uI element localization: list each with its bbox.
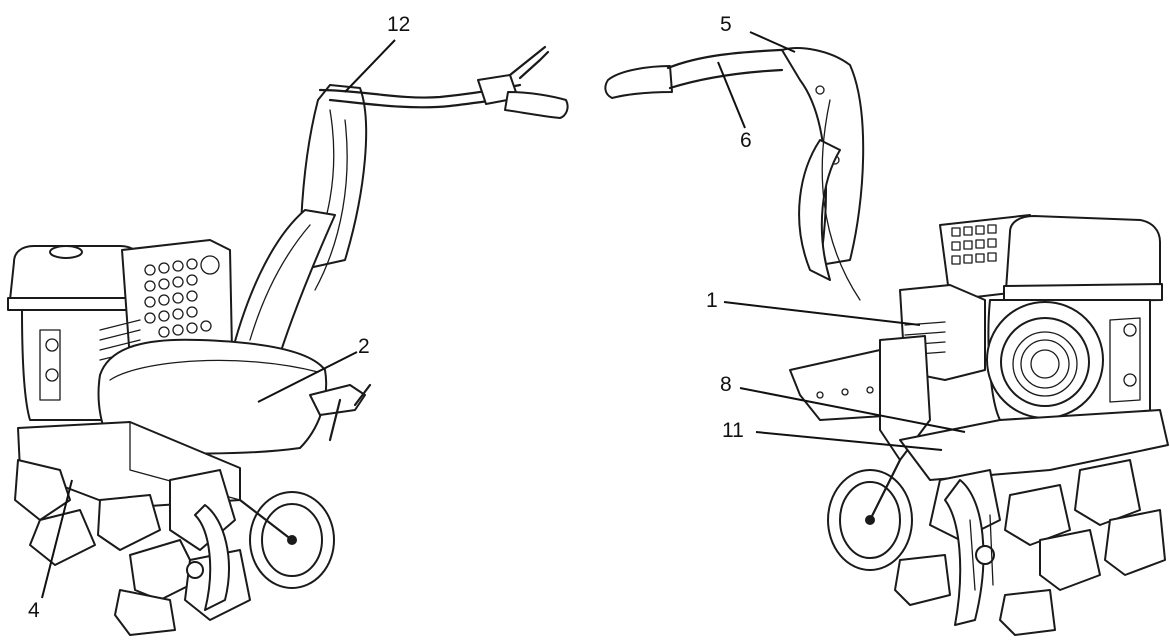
callout-2: 2 xyxy=(358,335,370,358)
right-tines xyxy=(894,459,1166,636)
recoil-starter xyxy=(986,301,1104,419)
left-tines xyxy=(14,459,251,636)
left-tiller-illustration xyxy=(7,45,569,636)
callout-11: 11 xyxy=(722,419,744,442)
right-handlebar xyxy=(604,47,865,301)
callout-6: 6 xyxy=(740,129,752,152)
leader-4 xyxy=(41,479,73,599)
left-transport-wheel xyxy=(238,491,335,589)
leader-lines xyxy=(41,31,966,599)
left-handlebar xyxy=(229,45,569,371)
callout-12: 12 xyxy=(387,13,411,36)
leader-6 xyxy=(717,61,746,129)
right-engine xyxy=(899,214,1163,421)
engine-cooling-grille xyxy=(951,224,997,265)
engine-cooling-grille xyxy=(144,255,220,338)
callout-5: 5 xyxy=(720,13,732,36)
callout-8: 8 xyxy=(720,373,732,396)
leader-8 xyxy=(739,387,966,433)
leader-1 xyxy=(723,301,921,326)
leader-2 xyxy=(257,351,358,403)
right-transport-wheel xyxy=(827,458,913,571)
leader-11 xyxy=(755,431,943,451)
right-tiller-illustration xyxy=(604,47,1169,636)
callout-4: 4 xyxy=(28,599,40,622)
leader-12 xyxy=(344,39,396,93)
leader-5 xyxy=(749,31,796,53)
callout-1: 1 xyxy=(706,289,718,312)
